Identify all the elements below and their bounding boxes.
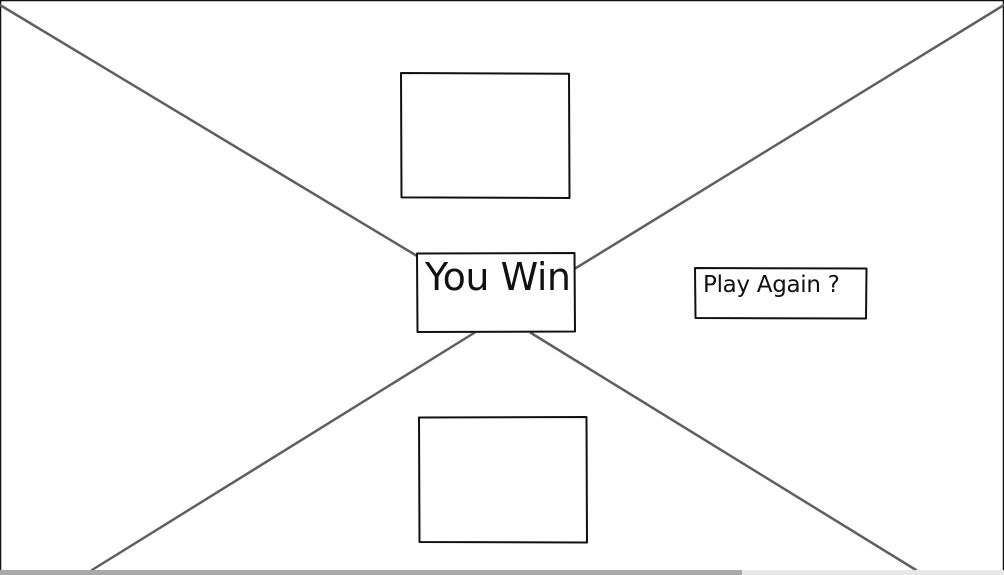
diagonal-line-bottom-right <box>529 331 918 572</box>
top-image-placeholder <box>400 72 571 199</box>
diagonal-line-bottom-left <box>90 331 476 572</box>
you-win-title: You Win <box>425 255 571 299</box>
background-cross <box>0 3 1004 572</box>
diagonal-line-top-right <box>574 3 1004 270</box>
play-again-button[interactable] <box>694 267 868 320</box>
bottom-image-placeholder <box>418 416 588 544</box>
scrollbar-thumb[interactable] <box>0 570 742 575</box>
you-win-box <box>416 252 576 333</box>
diagonal-line-top-left <box>0 3 419 258</box>
horizontal-scrollbar[interactable] <box>0 570 1004 575</box>
play-again-label[interactable]: Play Again ? <box>703 272 840 298</box>
